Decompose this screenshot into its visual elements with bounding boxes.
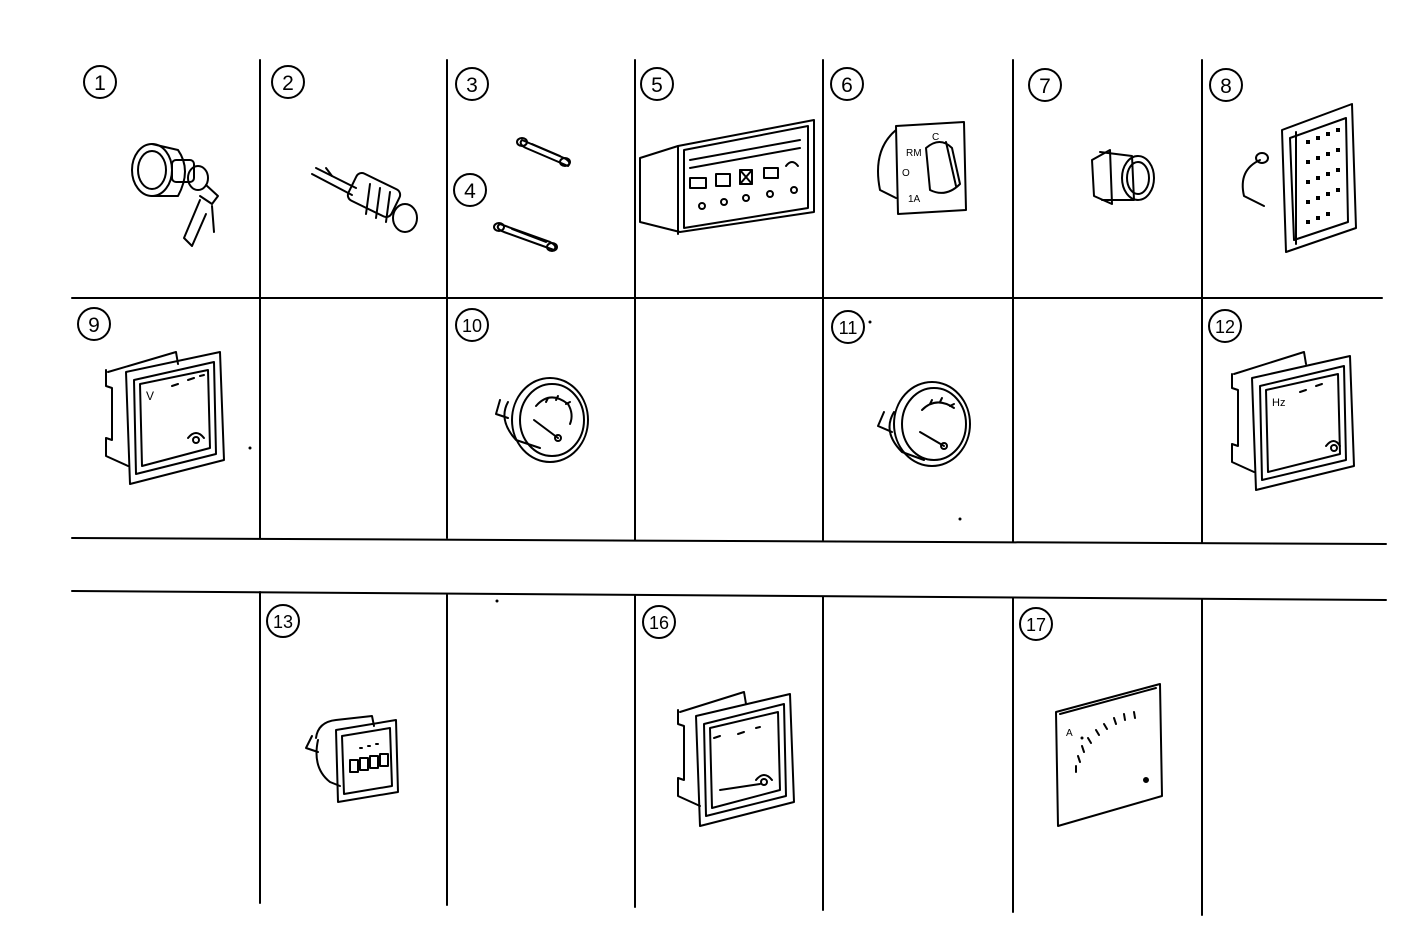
callout-16-label: 16	[649, 613, 669, 633]
callout-2: 2	[271, 65, 305, 99]
selector-position-1a: 1A	[908, 194, 921, 205]
callout-5-label: 5	[651, 74, 663, 97]
selector-switch-icon: RM C O 1A	[877, 121, 967, 215]
callout-16: 16	[642, 605, 676, 639]
callout-13: 13	[266, 604, 300, 638]
socket-connector-icon	[1091, 149, 1155, 205]
round-gauge-11-icon	[877, 381, 971, 467]
key-switch-icon	[131, 143, 219, 247]
callout-12: 12	[1208, 309, 1242, 343]
voltmeter-icon: V	[105, 351, 225, 485]
callout-1: 1	[83, 65, 117, 99]
sensor-probe-icon	[311, 167, 418, 233]
ammeter-unit-label: A	[1066, 728, 1073, 739]
multipin-connector-icon	[1241, 103, 1357, 253]
callout-11-label: 11	[839, 318, 858, 338]
annunciator-panel-icon	[639, 119, 815, 235]
callout-8: 8	[1209, 68, 1243, 102]
hour-counter-icon	[305, 715, 399, 803]
voltmeter-unit-label: V	[146, 389, 154, 403]
callout-8-label: 8	[1220, 75, 1232, 98]
callout-2-label: 2	[282, 72, 294, 95]
selector-position-o: O	[902, 168, 910, 179]
callout-9: 9	[77, 307, 111, 341]
callout-12-label: 12	[1215, 317, 1235, 337]
meter-scale-plate-icon: A	[1055, 683, 1163, 827]
callout-5: 5	[640, 67, 674, 101]
selector-position-c: C	[932, 132, 939, 143]
fuse-3-icon	[516, 137, 571, 167]
callout-6: 6	[830, 67, 864, 101]
callout-10-label: 10	[462, 316, 482, 336]
callout-3-label: 3	[466, 74, 478, 97]
callout-17: 17	[1019, 607, 1053, 641]
frequency-meter-icon: Hz	[1231, 351, 1355, 491]
round-gauge-10-icon	[495, 377, 589, 463]
callout-4: 4	[453, 173, 487, 207]
callout-4-label: 4	[464, 180, 476, 203]
grid-lines	[71, 59, 1387, 916]
callout-7-label: 7	[1039, 75, 1051, 98]
scan-specks	[248, 320, 1084, 740]
callout-17-label: 17	[1026, 615, 1046, 635]
callout-10: 10	[455, 308, 489, 342]
callout-13-label: 13	[273, 612, 293, 632]
callout-3: 3	[455, 67, 489, 101]
callout-6-label: 6	[841, 74, 853, 97]
callout-9-label: 9	[88, 314, 100, 337]
fuse-4-icon	[493, 222, 558, 252]
callout-1-label: 1	[94, 72, 106, 95]
selector-position-rm: RM	[906, 148, 922, 159]
panel-meter-16-icon	[677, 691, 795, 827]
callout-11: 11	[831, 310, 865, 344]
callout-7: 7	[1028, 68, 1062, 102]
frequency-meter-unit-label: Hz	[1272, 397, 1285, 409]
